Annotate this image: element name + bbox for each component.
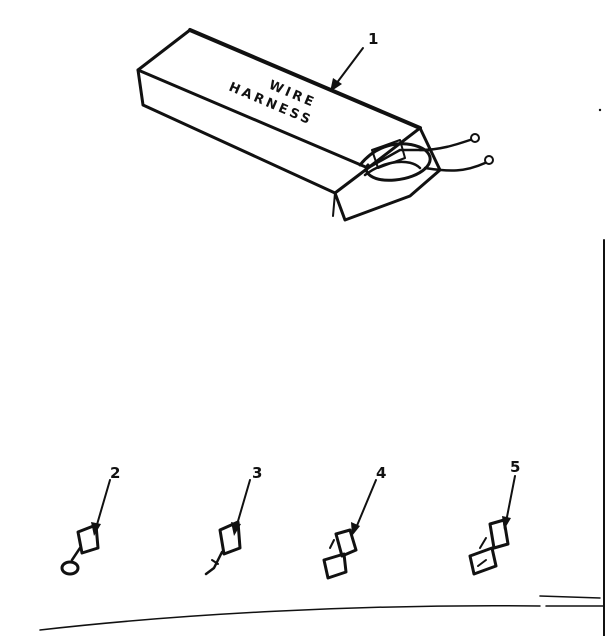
wire-harness-box: WIRE HARNESS <box>136 28 494 222</box>
arrowhead-1 <box>330 78 342 92</box>
arrowhead-2 <box>91 522 101 536</box>
callout-5: 5 <box>502 458 520 530</box>
callout-1: 1 <box>330 30 378 92</box>
callout-4: 4 <box>351 464 386 536</box>
arrowhead-5 <box>502 516 511 530</box>
callout-2: 2 <box>91 464 120 536</box>
callout-number-2: 2 <box>110 464 120 482</box>
callout-number-5: 5 <box>510 458 520 476</box>
callout-number-4: 4 <box>376 464 386 482</box>
insulated-connector <box>468 518 510 576</box>
arrowhead-4 <box>351 522 360 536</box>
arrowhead-3 <box>231 522 241 536</box>
spade-terminal <box>322 528 358 580</box>
callout-number-1: 1 <box>368 30 378 48</box>
ring-terminal <box>60 523 100 576</box>
callout-3: 3 <box>231 464 262 536</box>
callout-number-3: 3 <box>252 464 262 482</box>
scan-edge-lines <box>39 108 605 636</box>
